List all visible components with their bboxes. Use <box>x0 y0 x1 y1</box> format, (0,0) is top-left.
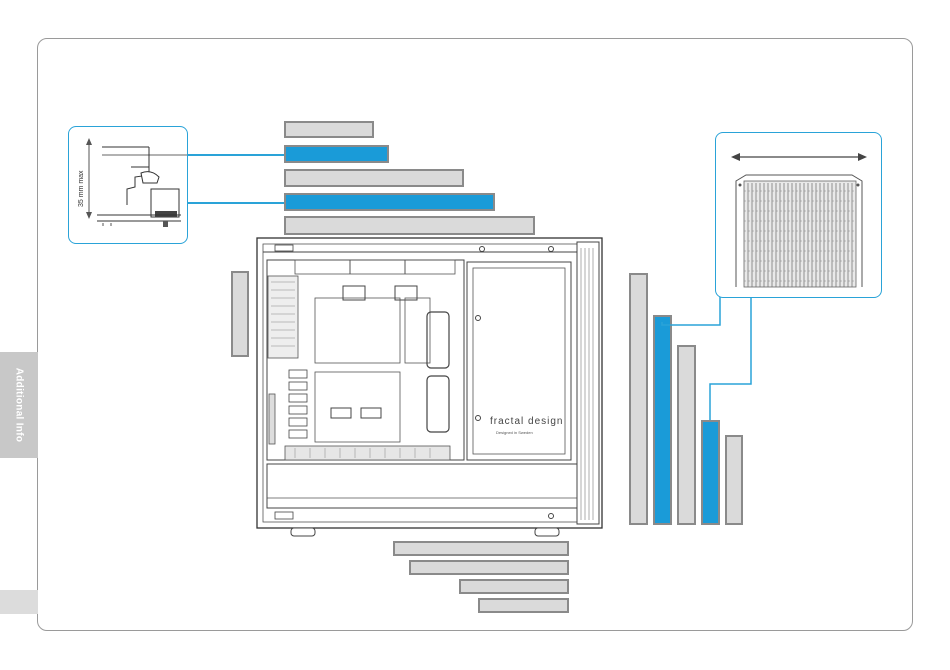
bottom-bar-1 <box>393 541 569 556</box>
case-model-text: Designed in Sweden <box>496 430 533 435</box>
top-bar-4-highlighted <box>284 193 495 211</box>
top-bar-2-highlighted <box>284 145 389 163</box>
right-bar-4-highlighted <box>701 420 720 525</box>
leader-line-2 <box>188 202 284 204</box>
leader-line-1 <box>188 154 284 156</box>
sidebar-tab-label: Additional Info <box>14 368 25 443</box>
top-bar-1 <box>284 121 374 138</box>
bottom-bar-4 <box>478 598 569 613</box>
bottom-bar-2 <box>409 560 569 575</box>
pc-case-illustration <box>255 236 605 540</box>
clearance-label: 35 mm max <box>78 170 85 207</box>
clearance-callout: 35 mm max <box>68 126 188 244</box>
top-bar-5 <box>284 216 535 235</box>
clearance-drawing <box>69 127 188 244</box>
sidebar-tab-additional-info[interactable]: Additional Info <box>0 352 38 458</box>
left-vertical-bar <box>231 271 249 357</box>
right-bar-1 <box>629 273 648 525</box>
case-logo: fractal design <box>490 416 563 427</box>
right-bar-5 <box>725 435 743 525</box>
right-leader-lines <box>660 290 760 430</box>
bottom-bar-3 <box>459 579 569 594</box>
radiator-drawing <box>716 133 882 298</box>
radiator-callout <box>715 132 882 298</box>
page-number-tab <box>0 590 38 614</box>
top-bar-3 <box>284 169 464 187</box>
